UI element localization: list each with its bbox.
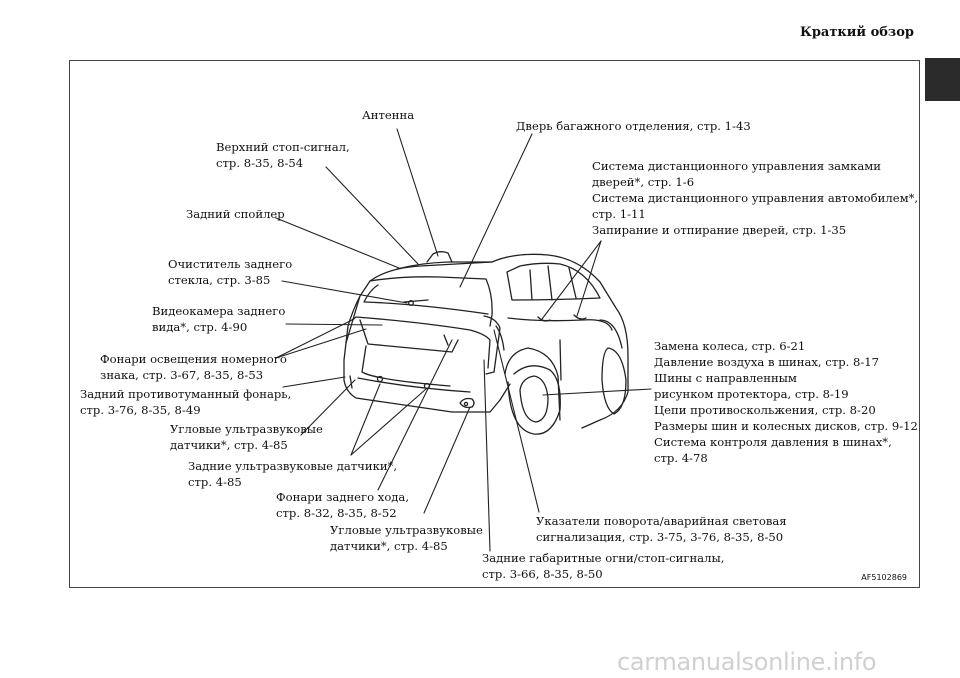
callout-tires-and-wheels: Замена колеса, стр. 6-21 Давление воздух… xyxy=(654,339,918,465)
callout-rear-fog-lamp: Задний противотуманный фонарь, стр. 3-76… xyxy=(80,387,292,417)
callout-high-mount-brake-light: Верхний стоп-сигнал, стр. 8-35, 8-54 xyxy=(216,140,350,170)
watermark: carmanualsonline.info xyxy=(617,648,877,676)
callout-rear-camera: Видеокамера заднего вида*, стр. 4-90 xyxy=(152,304,286,334)
callout-tail-stop-lights: Задние габаритные огни/стоп-сигналы, стр… xyxy=(482,551,725,581)
car-body xyxy=(343,251,629,435)
callout-tailgate: Дверь багажного отделения, стр. 1-43 xyxy=(516,119,751,133)
callout-corner-sensors-right: Угловые ультразвуковые датчики*, стр. 4-… xyxy=(330,523,483,553)
callout-keyless-entry: Система дистанционного управления замкам… xyxy=(592,159,919,237)
diagram-frame: AF5102869 xyxy=(69,60,920,588)
callout-rear-wiper: Очиститель заднего стекла, стр. 3-85 xyxy=(168,257,293,287)
callout-rear-spoiler: Задний спойлер xyxy=(186,207,285,221)
callout-reverse-lights: Фонари заднего хода, стр. 8-32, 8-35, 8-… xyxy=(276,490,410,520)
leader-lines xyxy=(275,128,652,552)
callout-rear-sensors: Задние ультразвуковые датчики*, стр. 4-8… xyxy=(188,459,398,489)
section-tab xyxy=(925,58,960,101)
callout-turn-signals: Указатели поворота/аварийная световая си… xyxy=(536,514,787,544)
callout-corner-sensors-left: Угловые ультразвуковые датчики*, стр. 4-… xyxy=(170,422,323,452)
reference-code: AF5102869 xyxy=(861,573,907,582)
callout-antenna: Антенна xyxy=(362,108,415,122)
page-title: Краткий обзор xyxy=(800,25,914,40)
callout-license-plate-lights: Фонари освещения номерного знака, стр. 3… xyxy=(100,352,287,382)
